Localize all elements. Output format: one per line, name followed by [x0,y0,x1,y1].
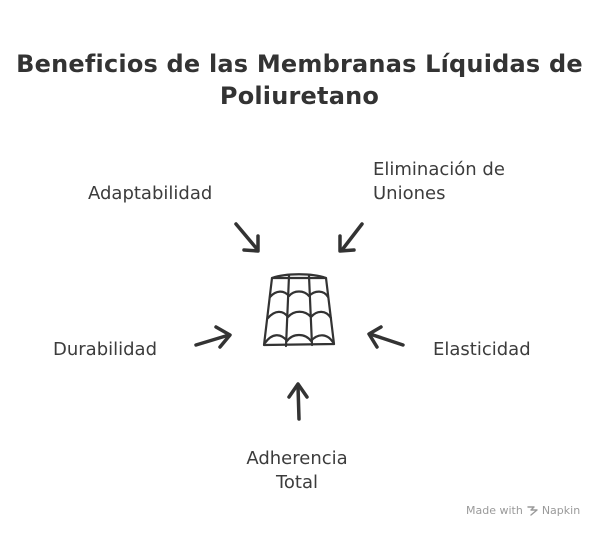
diagram-title: Beneficios de las Membranas Líquidas de … [0,48,599,112]
roof-tiles-icon [262,273,336,348]
benefit-durability: Durabilidad [53,338,157,362]
arrow-adherence [287,382,309,421]
napkin-logo-icon [527,506,538,516]
benefit-adaptability: Adaptabilidad [88,182,212,206]
arrow-durability [194,325,232,349]
benefit-joint-elimination-line-1: Eliminación de [373,159,505,180]
arrow-elasticity [367,325,405,349]
benefit-durability-label: Durabilidad [53,339,158,360]
arrow-joint-elimination [338,222,364,253]
benefit-joint-elimination: Eliminación de Uniones [373,158,505,206]
watermark-brand: Napkin [541,504,581,517]
benefit-adherence-line-2: Total [275,472,319,493]
benefit-adaptability-label: Adaptabilidad [88,183,213,204]
benefit-adherence: Adherencia Total [238,447,356,495]
title-line-2: Poliuretano [219,82,380,110]
benefit-elasticity-label: Elasticidad [433,339,531,360]
benefit-elasticity: Elasticidad [433,338,531,362]
watermark-prefix: Made with [466,504,523,517]
title-line-1: Beneficios de las Membranas Líquidas de [16,50,583,78]
arrow-adaptability [234,222,260,253]
benefit-joint-elimination-line-2: Uniones [373,183,446,204]
napkin-watermark[interactable]: Made with Napkin [466,504,580,517]
benefit-adherence-line-1: Adherencia [246,448,348,469]
